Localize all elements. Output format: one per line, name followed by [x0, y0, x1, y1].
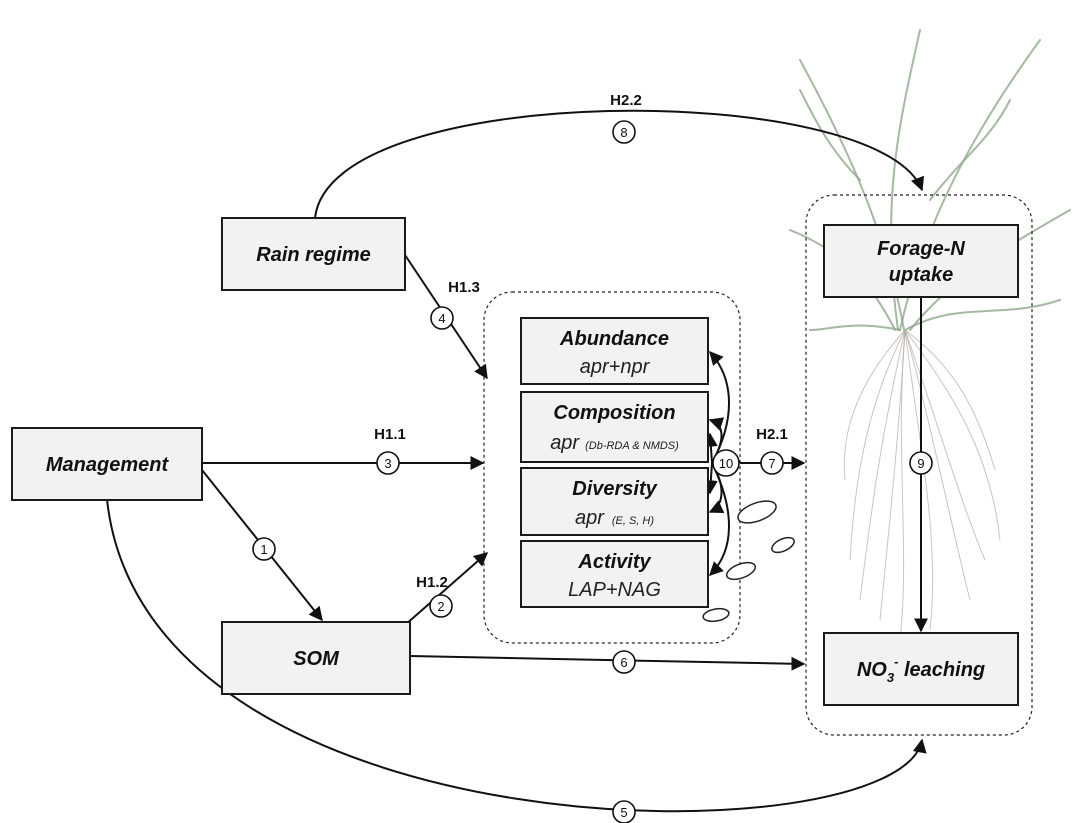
path-marker-8-label: 8 [620, 125, 627, 140]
edge-rain-to-forage [314, 109, 924, 219]
no3-base: NO [857, 659, 887, 681]
node-management-label: Management [46, 454, 170, 476]
node-management: Management [11, 427, 203, 501]
diversity-sub-main: apr [575, 507, 605, 529]
path-marker-6-label: 6 [620, 655, 627, 670]
path-marker-6: 6 [612, 650, 636, 674]
diversity-sub-note: (E, S, H) [612, 515, 655, 527]
edge-som-to-microbes [404, 552, 489, 626]
node-diversity-title: Diversity [572, 478, 657, 500]
path-marker-5-label: 5 [620, 805, 627, 820]
node-composition-title: Composition [553, 402, 675, 424]
node-activity-sub: LAP+NAG [568, 579, 661, 601]
node-rain-regime-label: Rain regime [256, 244, 370, 266]
composition-sub-main: apr [550, 432, 580, 454]
node-abundance: Abundance apr+npr [520, 317, 709, 385]
no3-rest: leaching [898, 659, 985, 681]
path-marker-9: 9 [909, 451, 933, 475]
node-composition: Composition apr (Db-RDA & NMDS) [520, 391, 709, 463]
node-no3-leaching-label: NO3- leaching [857, 654, 985, 685]
path-marker-9-label: 9 [917, 456, 924, 471]
hypothesis-h21: H2.1 [756, 426, 788, 443]
plant-illustration [789, 29, 1071, 641]
path-marker-4-label: 4 [438, 311, 445, 326]
path-marker-2: 2 [429, 594, 453, 618]
no3-subscript: 3 [887, 670, 895, 685]
node-diversity: Diversity apr (E, S, H) [520, 467, 709, 536]
node-rain-regime: Rain regime [221, 217, 406, 291]
hypothesis-h11: H1.1 [374, 426, 406, 443]
path-marker-10-label: 10 [719, 456, 733, 471]
microbe-icon [725, 561, 757, 581]
path-marker-1: 1 [252, 537, 276, 561]
hypothesis-h13: H1.3 [448, 279, 480, 296]
path-marker-8: 8 [612, 120, 636, 144]
node-activity-title: Activity [577, 551, 651, 573]
plant-group-outline [805, 194, 1033, 736]
node-no3-leaching: NO3- leaching [823, 632, 1019, 706]
path-marker-3: 3 [376, 451, 400, 475]
path-marker-7: 7 [760, 451, 784, 475]
path-marker-5: 5 [612, 800, 636, 823]
node-forage-n-line2: uptake [889, 264, 953, 286]
microbe-icons [702, 500, 795, 623]
node-composition-sub: apr (Db-RDA & NMDS) [550, 432, 679, 454]
node-diversity-sub: apr (E, S, H) [575, 507, 654, 529]
path-marker-1-label: 1 [260, 542, 267, 557]
node-forage-n-uptake: Forage-N uptake [823, 224, 1019, 298]
microbe-icon [771, 536, 795, 554]
no3-superscript: - [894, 654, 898, 669]
composition-sub-note: (Db-RDA & NMDS) [585, 440, 679, 452]
path-marker-2-label: 2 [437, 599, 444, 614]
microbe-icon [737, 500, 777, 524]
edge-som-to-leaching [409, 655, 806, 671]
hypothesis-h12: H1.2 [416, 574, 448, 591]
hypothesis-h22: H2.2 [610, 92, 642, 109]
path-marker-7-label: 7 [768, 456, 775, 471]
node-som: SOM [221, 621, 411, 695]
path-marker-4: 4 [430, 306, 454, 330]
node-som-label: SOM [293, 648, 340, 670]
path-marker-3-label: 3 [384, 456, 391, 471]
node-abundance-title: Abundance [559, 328, 669, 350]
node-abundance-sub: apr+npr [580, 356, 651, 378]
node-forage-n-line1: Forage-N [877, 238, 965, 260]
node-activity: Activity LAP+NAG [520, 540, 709, 608]
edge-management-to-leaching [105, 487, 927, 813]
path-marker-10: 10 [712, 449, 740, 477]
microbe-icon [702, 607, 730, 623]
